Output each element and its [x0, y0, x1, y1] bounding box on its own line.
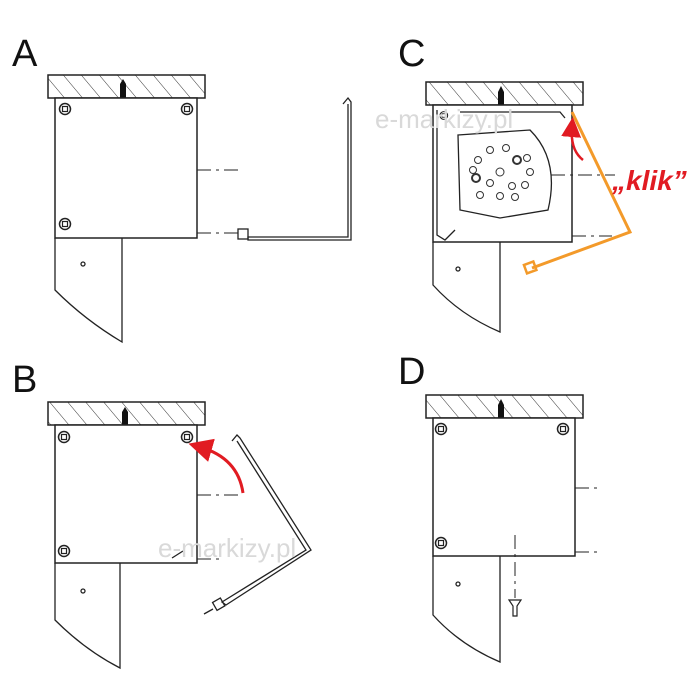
- panel-label-c: C: [398, 33, 425, 75]
- cover-clip: [237, 228, 249, 240]
- arm-bracket: [54, 238, 123, 344]
- endcap-holes: [469, 144, 534, 201]
- ceiling: [47, 74, 206, 99]
- pivot-hole: [455, 581, 461, 587]
- screw-icon: [57, 544, 71, 558]
- panel-b: B: [12, 359, 312, 670]
- screw-icon: [58, 217, 72, 231]
- roller-endcap: [457, 129, 553, 219]
- cassette-housing: [54, 424, 198, 564]
- screw-icon: [58, 102, 72, 116]
- screw-icon: [180, 430, 194, 444]
- watermark: e-markizy.pl: [375, 104, 513, 134]
- screw-icon: [57, 430, 71, 444]
- cover-profile-highlighted: [531, 111, 633, 270]
- mounting-bolt: [122, 407, 128, 425]
- cassette-housing: [432, 104, 573, 243]
- ceiling: [425, 81, 584, 106]
- watermark: e-markizy.pl: [158, 533, 296, 563]
- panel-label-d: D: [398, 351, 425, 393]
- panel-d: D: [398, 351, 600, 663]
- fixing-screw-icon: [507, 599, 523, 617]
- arm-bracket: [54, 563, 121, 670]
- cover-clip: [211, 597, 226, 612]
- screw-icon: [556, 422, 570, 436]
- panel-label-b: B: [12, 359, 37, 401]
- arm-bracket: [432, 556, 501, 663]
- panel-a: A: [12, 33, 352, 344]
- cassette-housing: [54, 97, 198, 239]
- screw-icon: [180, 102, 194, 116]
- detail-line: [171, 550, 184, 559]
- panel-label-a: A: [12, 33, 38, 75]
- rotate-arrow-icon: [188, 438, 245, 494]
- screw-icon: [434, 536, 448, 550]
- screw-icon: [434, 422, 448, 436]
- cover-profile: [220, 434, 312, 606]
- ceiling: [425, 394, 584, 419]
- mounting-bolt: [498, 399, 504, 418]
- cassette-housing: [432, 417, 576, 557]
- arm-bracket: [432, 242, 501, 333]
- click-arrow-icon: [561, 117, 584, 161]
- klik-annotation: „klik”: [611, 165, 687, 196]
- cover-profile: [247, 96, 352, 241]
- pivot-hole: [80, 261, 86, 267]
- mounting-bolt: [120, 79, 126, 98]
- pivot-hole: [80, 588, 86, 594]
- panel-c: C „klik”: [398, 33, 687, 333]
- center-line: [203, 608, 214, 615]
- cover-clip: [522, 259, 539, 276]
- pivot-hole: [455, 266, 461, 272]
- mounting-bolt: [498, 86, 504, 105]
- housing-profile: [436, 110, 566, 241]
